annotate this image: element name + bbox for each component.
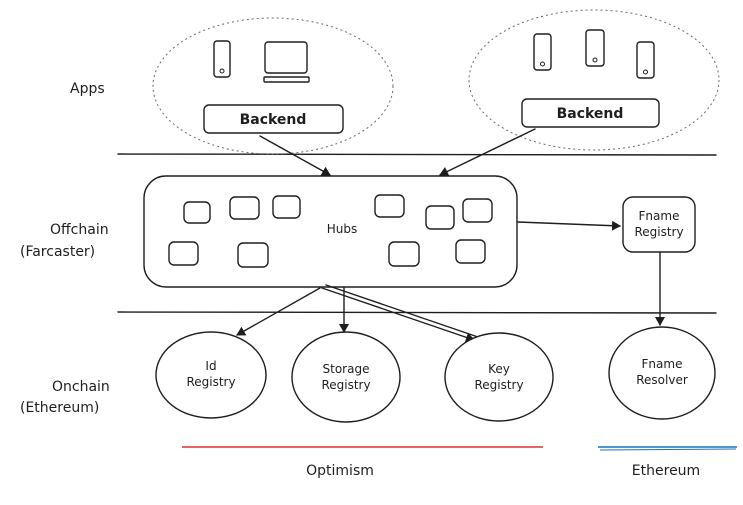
left-backend-label: Backend	[240, 112, 307, 128]
layer-label-onchain-sub: (Ethereum)	[20, 400, 99, 416]
id-registry-label-line2: Registry	[186, 375, 235, 389]
arrow-hubs-to-key-registry-shadow	[325, 284, 479, 338]
hub-node	[455, 239, 486, 264]
arrow-hubs-to-id-registry	[236, 287, 321, 336]
right-app-cluster-outline	[468, 9, 720, 151]
right-app-group: Backend	[468, 9, 720, 151]
hub-node	[462, 198, 493, 223]
right-backend-label: Backend	[557, 106, 624, 122]
arrow-left-backend-to-hubs	[259, 135, 331, 176]
phone-icon	[213, 40, 231, 78]
right-backend-box	[521, 98, 660, 128]
key-registry-label-line1: Key	[488, 362, 510, 376]
fname-registry-box	[622, 196, 696, 253]
layer-label-apps: Apps	[70, 81, 105, 97]
layer-label-onchain: Onchain	[52, 379, 110, 395]
fname-registry-label-line1: Fname	[639, 209, 680, 223]
left-app-cluster-outline	[152, 17, 394, 155]
left-app-group: Backend	[152, 17, 394, 155]
hub-node	[229, 196, 260, 220]
divider-offchain-onchain	[117, 311, 717, 314]
hub-node	[168, 241, 199, 266]
key-registry-label-line2: Registry	[474, 378, 523, 392]
arrow-hubs-to-fname-registry	[517, 220, 621, 231]
fname-resolver-circle	[608, 326, 716, 420]
arrow-hubs-to-key-registry	[321, 287, 475, 343]
key-registry-circle	[444, 332, 554, 422]
hub-node	[237, 242, 269, 268]
fname-resolver-label-line2: Resolver	[636, 373, 688, 387]
hub-node	[374, 194, 405, 218]
storage-registry-label-line1: Storage	[323, 362, 370, 376]
network-label-optimism: Optimism	[306, 463, 374, 479]
hub-node	[388, 241, 420, 267]
storage-registry-circle	[291, 331, 401, 423]
layer-label-offchain-sub: (Farcaster)	[20, 244, 95, 260]
ethereum-underline-secondary	[599, 448, 737, 451]
arrow-right-backend-to-hubs	[439, 128, 536, 177]
hubs-container: Hubs	[143, 175, 518, 288]
storage-registry-label-line2: Registry	[321, 378, 370, 392]
phone-icon	[636, 41, 655, 79]
layer-label-offchain: Offchain	[50, 222, 109, 238]
hubs-label: Hubs	[327, 222, 358, 236]
id-registry-circle	[155, 331, 267, 419]
phone-icon	[533, 33, 552, 71]
fname-registry-label-line2: Registry	[634, 225, 683, 239]
left-backend-box	[203, 104, 344, 134]
hub-node	[272, 195, 301, 219]
phone-icon	[585, 29, 605, 67]
divider-apps-offchain	[117, 153, 717, 156]
hub-node	[425, 205, 455, 230]
laptop-icon	[263, 41, 310, 83]
fname-resolver-label-line1: Fname	[642, 357, 683, 371]
hub-node	[183, 201, 211, 224]
network-label-ethereum: Ethereum	[632, 463, 700, 479]
id-registry-label-line1: Id	[205, 359, 216, 373]
